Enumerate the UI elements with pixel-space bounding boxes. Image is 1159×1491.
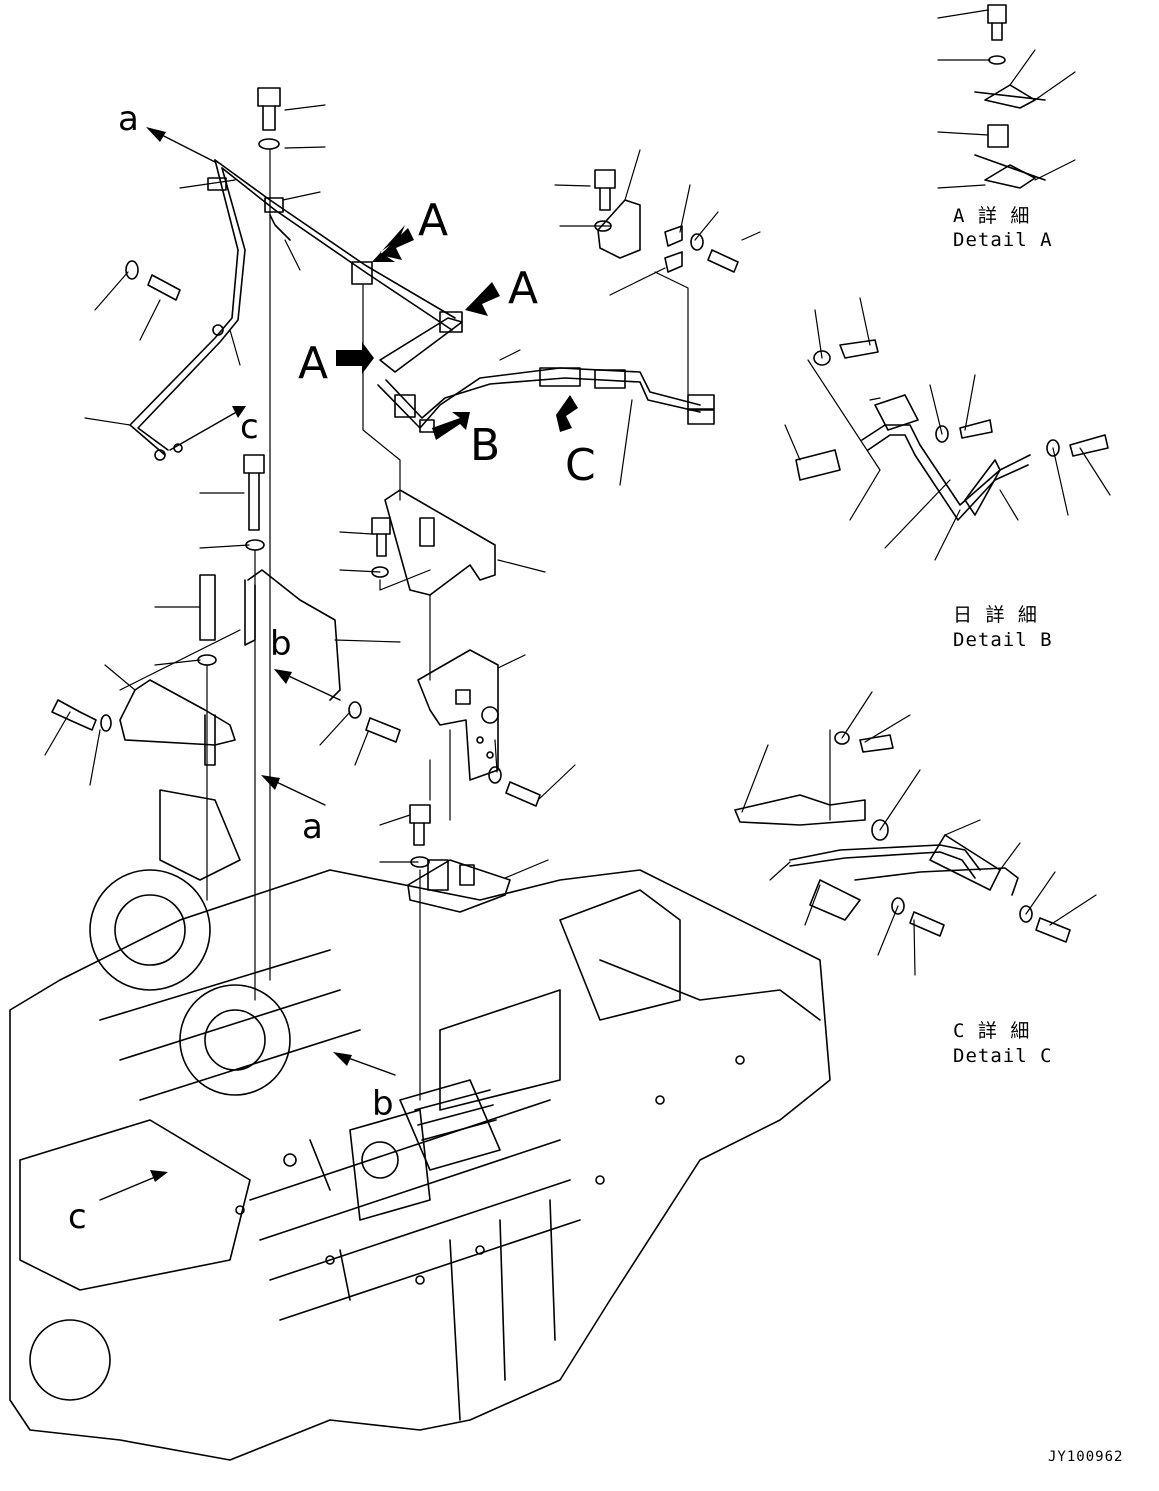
arrowhead-icon bbox=[232, 406, 246, 418]
arrowhead-icon bbox=[274, 669, 292, 684]
detail-c-title-jp: C 詳 細 bbox=[953, 1020, 1030, 1042]
detail-b-title-en: Detail B bbox=[953, 629, 1053, 651]
arrowhead-icon bbox=[261, 775, 280, 790]
arrowhead-icon bbox=[146, 127, 166, 142]
ref-label-a: a bbox=[302, 807, 323, 847]
view-arrow-icon bbox=[432, 412, 470, 440]
detail-c-drawing bbox=[734, 731, 1071, 943]
bolt-group bbox=[125, 87, 739, 301]
view-label-a: A bbox=[508, 263, 538, 314]
ref-label-b: b bbox=[270, 624, 292, 664]
drawing-code: JY100962 bbox=[1048, 1449, 1123, 1465]
view-arrow-icon bbox=[372, 225, 410, 262]
arrowhead-icon bbox=[150, 1170, 168, 1182]
ref-label-a: a bbox=[118, 99, 139, 139]
detail-a-title-jp: A 詳 細 bbox=[953, 205, 1030, 227]
ref-label-c: c bbox=[240, 407, 259, 447]
ref-label-c: c bbox=[68, 1197, 87, 1237]
detail-b-drawing bbox=[795, 339, 1109, 521]
ref-label-b: b bbox=[372, 1084, 394, 1124]
view-arrow-icon bbox=[465, 282, 500, 316]
view-label-b: B bbox=[470, 420, 500, 471]
engine-block bbox=[9, 789, 831, 1461]
direction-arrows bbox=[99, 129, 396, 1201]
view-label-c: C bbox=[565, 440, 596, 491]
detail-a-title-en: Detail A bbox=[953, 229, 1053, 251]
detail-b-title-jp: 日 詳 細 bbox=[953, 604, 1038, 626]
view-arrow-icon bbox=[336, 342, 374, 374]
bracket-assembly bbox=[371, 489, 541, 913]
view-arrow-icon bbox=[380, 228, 414, 260]
view-label-a: A bbox=[418, 195, 448, 246]
detail-c-title-en: Detail C bbox=[953, 1045, 1053, 1067]
leader-lines bbox=[44, 9, 1111, 1101]
view-arrow-icon bbox=[556, 395, 578, 432]
top-wiring-harness bbox=[129, 159, 715, 461]
bolt-group bbox=[51, 454, 401, 766]
view-label-a: A bbox=[298, 338, 328, 389]
arrowhead-icon bbox=[333, 1052, 352, 1066]
detail-a-drawing bbox=[974, 4, 1046, 189]
